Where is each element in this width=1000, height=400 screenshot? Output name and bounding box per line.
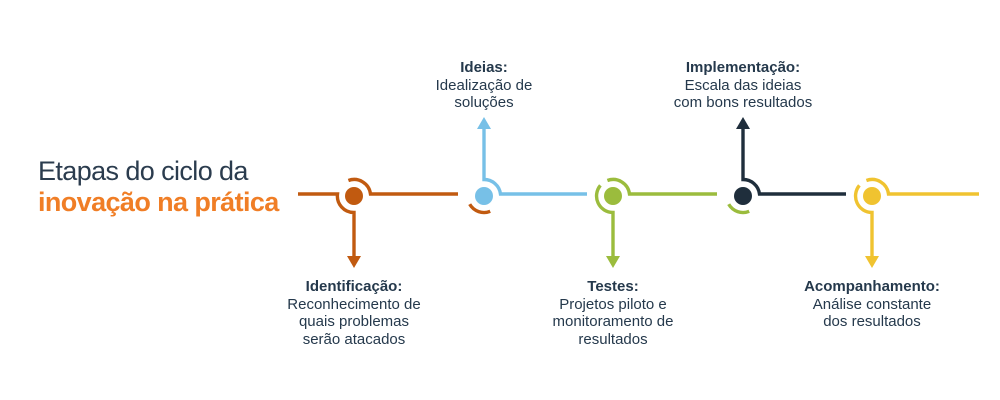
node-heading-testes: Testes:: [587, 278, 639, 295]
title-line-2: inovação na prática: [38, 187, 279, 217]
node-outgoing-arc-acompanhamento: [865, 177, 979, 196]
node-description-line: Escala das ideias: [684, 76, 802, 94]
node-up-curl-implementacao: [741, 128, 846, 196]
node-description-line: resultados: [578, 330, 648, 348]
node-up-curl-ideias: [482, 128, 587, 196]
arrow-down-icon: [606, 256, 620, 268]
node-incoming-curl-acompanhamento: [853, 184, 874, 257]
node-description-line: quais problemas: [298, 313, 410, 330]
node-description-line: serão atacados: [302, 330, 406, 348]
node-description-line: Idealização de: [435, 76, 533, 94]
node-outgoing-arc-identificacao: [347, 177, 458, 196]
node-circle-testes: [604, 187, 622, 205]
node-description-line: monitoramento de: [552, 313, 674, 330]
arrow-up-icon: [477, 117, 491, 129]
node-description-line: dos resultados: [823, 313, 921, 330]
node-description-line: Reconhecimento de: [287, 295, 421, 313]
node-incoming-curl-identificacao: [298, 192, 356, 257]
node-circle-ideias: [475, 187, 493, 205]
node-heading-implementacao: Implementação:: [685, 59, 801, 76]
node-description-line: com bons resultados: [673, 94, 813, 111]
node-heading-acompanhamento: Acompanhamento:: [804, 278, 940, 295]
title-line-1: Etapas do ciclo da: [38, 156, 248, 186]
node-circle-identificacao: [345, 187, 363, 205]
arrow-down-icon: [865, 256, 879, 268]
incoming-terminal-arc-implementacao: [727, 203, 750, 215]
incoming-terminal-arc-ideias: [468, 203, 491, 215]
node-incoming-curl-testes: [594, 184, 615, 257]
arrow-up-icon: [736, 117, 750, 129]
node-description-line: soluções: [454, 94, 514, 111]
node-circle-implementacao: [734, 187, 752, 205]
node-description-line: Projetos piloto e: [559, 295, 667, 313]
node-circle-acompanhamento: [863, 187, 881, 205]
arrow-down-icon: [347, 256, 361, 268]
node-outgoing-arc-testes: [606, 177, 717, 196]
diagram-title: Etapas do ciclo da inovação na prática: [38, 156, 279, 218]
node-heading-ideias: Ideias:: [460, 59, 508, 76]
node-description-line: Análise constante: [812, 295, 932, 313]
node-heading-identificacao: Identificação:: [305, 278, 403, 295]
